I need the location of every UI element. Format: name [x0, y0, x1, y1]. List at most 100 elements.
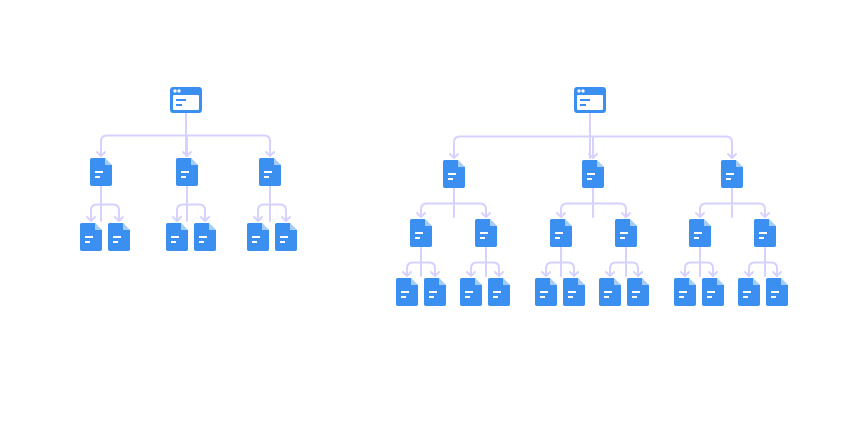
document-fold: [550, 278, 557, 285]
connector-arrowhead: [772, 271, 782, 277]
document-line: [280, 236, 288, 238]
connector-arrowhead: [605, 271, 615, 277]
document-line: [604, 296, 609, 298]
connector-arrowhead: [588, 153, 598, 159]
document-line: [95, 176, 100, 178]
document-line: [480, 237, 485, 239]
document-fold: [769, 219, 776, 226]
document-line: [199, 241, 204, 243]
page-node: [194, 223, 216, 251]
connector-arrowhead: [172, 216, 182, 222]
connector-bar: [100, 134, 271, 157]
document-fold: [717, 278, 724, 285]
connector-arrowhead: [265, 151, 275, 157]
document-line: [85, 236, 93, 238]
document-line: [252, 241, 257, 243]
document-line: [620, 237, 625, 239]
connector-bar: [176, 203, 206, 222]
document-line: [707, 291, 715, 293]
page-node: [443, 160, 465, 188]
document-fold: [490, 219, 497, 226]
document-line: [568, 291, 576, 293]
connector-layer: [86, 112, 782, 277]
document-fold: [123, 223, 130, 230]
connector: [86, 185, 124, 222]
document-line: [85, 241, 90, 243]
connector-arrowhead: [96, 151, 106, 157]
document-fold: [191, 158, 198, 165]
page-node: [275, 223, 297, 251]
document-line: [280, 241, 285, 243]
connector: [172, 185, 210, 222]
document-line: [401, 296, 406, 298]
page-node: [259, 158, 281, 186]
connector-bar: [90, 203, 120, 222]
connector-bar: [420, 202, 487, 218]
page-node: [599, 278, 621, 306]
document-line: [113, 236, 121, 238]
page-node: [550, 219, 572, 247]
page-node: [80, 223, 102, 251]
document-line: [181, 171, 189, 173]
document-fold: [209, 223, 216, 230]
root-node: [170, 87, 202, 113]
document-line: [181, 176, 186, 178]
document-line: [620, 232, 628, 234]
document-line: [252, 236, 260, 238]
connector-arrowhead: [200, 216, 210, 222]
connector-arrowhead: [744, 271, 754, 277]
page-node: [176, 158, 198, 186]
browser-dot: [177, 89, 181, 93]
browser-content-line: [176, 104, 182, 106]
document-fold: [439, 278, 446, 285]
connector-arrowhead: [281, 216, 291, 222]
page-node: [689, 219, 711, 247]
document-line: [679, 296, 684, 298]
document-fold: [578, 278, 585, 285]
connector: [556, 187, 631, 218]
connector-arrowhead: [680, 271, 690, 277]
page-node: [615, 219, 637, 247]
document-line: [415, 237, 420, 239]
document-fold: [262, 223, 269, 230]
connector: [96, 112, 275, 157]
connector-arrowhead: [541, 271, 551, 277]
document-line: [555, 232, 563, 234]
document-line: [679, 291, 687, 293]
connector: [541, 246, 579, 277]
connector-arrowhead: [416, 212, 426, 218]
document-fold: [565, 219, 572, 226]
connector: [253, 185, 291, 222]
document-line: [743, 291, 751, 293]
document-line: [743, 296, 748, 298]
document-line: [448, 178, 453, 180]
page-node: [754, 219, 776, 247]
document-line: [540, 296, 545, 298]
browser-content-line: [580, 104, 586, 106]
browser-dot: [173, 89, 177, 93]
node-layer: [80, 87, 788, 306]
connector-arrowhead: [86, 216, 96, 222]
document-fold: [274, 158, 281, 165]
document-fold: [736, 160, 743, 167]
connector-arrowhead: [494, 271, 504, 277]
document-line: [415, 232, 423, 234]
connector: [466, 246, 504, 277]
connector-bar: [684, 261, 714, 277]
connector-arrowhead: [708, 271, 718, 277]
document-line: [493, 291, 501, 293]
document-line: [429, 296, 434, 298]
document-line: [113, 241, 118, 243]
document-line: [726, 173, 734, 175]
document-fold: [642, 278, 649, 285]
page-node: [488, 278, 510, 306]
document-fold: [425, 219, 432, 226]
connector-bar: [748, 261, 778, 277]
page-node: [108, 223, 130, 251]
page-node: [721, 160, 743, 188]
document-line: [264, 176, 269, 178]
connector-bar: [545, 261, 575, 277]
document-fold: [753, 278, 760, 285]
